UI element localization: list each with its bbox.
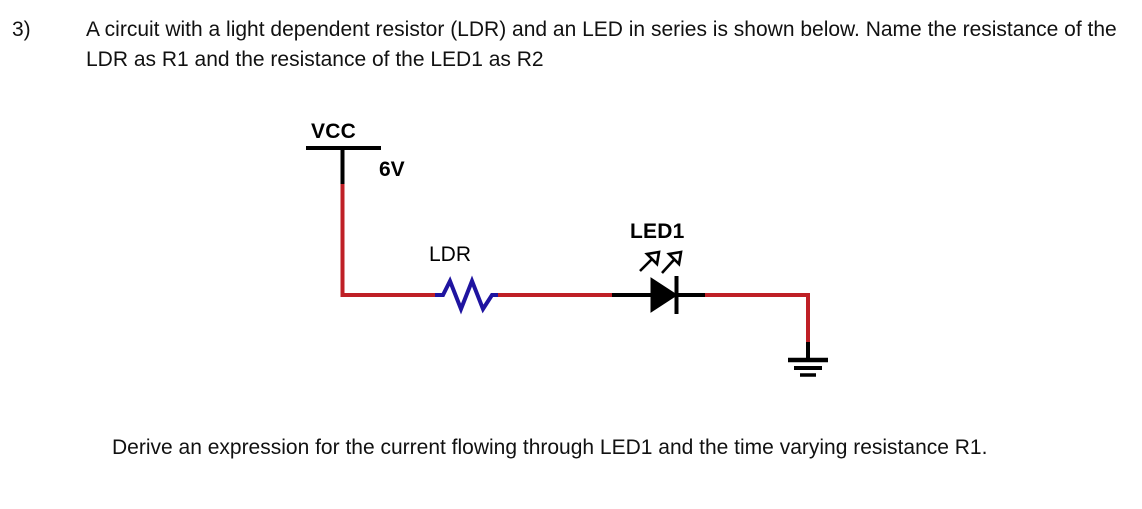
led1-label: LED1 <box>630 220 685 243</box>
supply-voltage-label: 6V <box>379 158 405 181</box>
vcc-label: VCC <box>311 120 356 143</box>
ground-symbol <box>788 357 828 377</box>
ldr-label: LDR <box>429 243 472 266</box>
led-diode-triangle <box>650 277 678 313</box>
led-emission-arrows <box>639 250 683 274</box>
question-followup-text: Derive an expression for the current flo… <box>112 436 988 459</box>
question-body-text: A circuit with a light dependent resisto… <box>86 18 1117 71</box>
question-number: 3) <box>12 18 31 41</box>
ldr-resistor-symbol <box>435 275 500 315</box>
